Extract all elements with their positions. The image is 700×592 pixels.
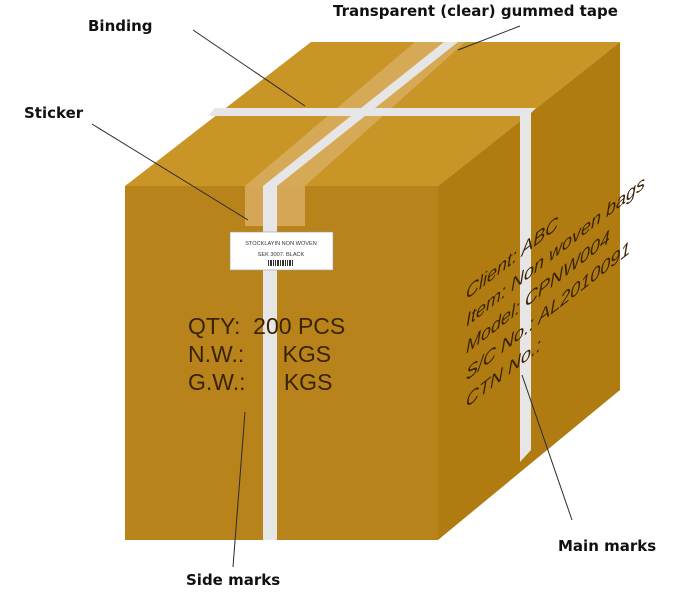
- leader-main-marks: [521, 374, 573, 521]
- front-mark-nw: N.W.: KGS: [188, 341, 331, 367]
- barcode-icon: [268, 260, 293, 266]
- front-mark-qty: QTY: 200 PCS: [188, 313, 345, 339]
- binding-strap-side: [520, 108, 531, 462]
- leader-sticker: [91, 123, 249, 221]
- leader-tape: [457, 25, 521, 51]
- label-side-marks: Side marks: [186, 571, 280, 589]
- sticker-line-2: SEK 3007. BLACK: [258, 252, 305, 258]
- label-tape: Transparent (clear) gummed tape: [333, 2, 618, 20]
- binding-strap-top-2: [208, 108, 536, 116]
- binding-strap-front: [263, 186, 277, 540]
- front-mark-gw: G.W.: KGS: [188, 369, 332, 395]
- label-binding: Binding: [88, 17, 153, 35]
- box-front-face: [125, 186, 438, 540]
- sticker: STOCKLAYIN NON WOVEN SEK 3007. BLACK: [229, 231, 334, 271]
- sticker-card: [229, 231, 334, 271]
- label-main-marks: Main marks: [558, 537, 656, 555]
- leader-binding: [192, 29, 306, 107]
- leader-side-marks: [232, 411, 246, 568]
- label-sticker: Sticker: [24, 104, 84, 122]
- sticker-line-1: STOCKLAYIN NON WOVEN: [245, 241, 317, 247]
